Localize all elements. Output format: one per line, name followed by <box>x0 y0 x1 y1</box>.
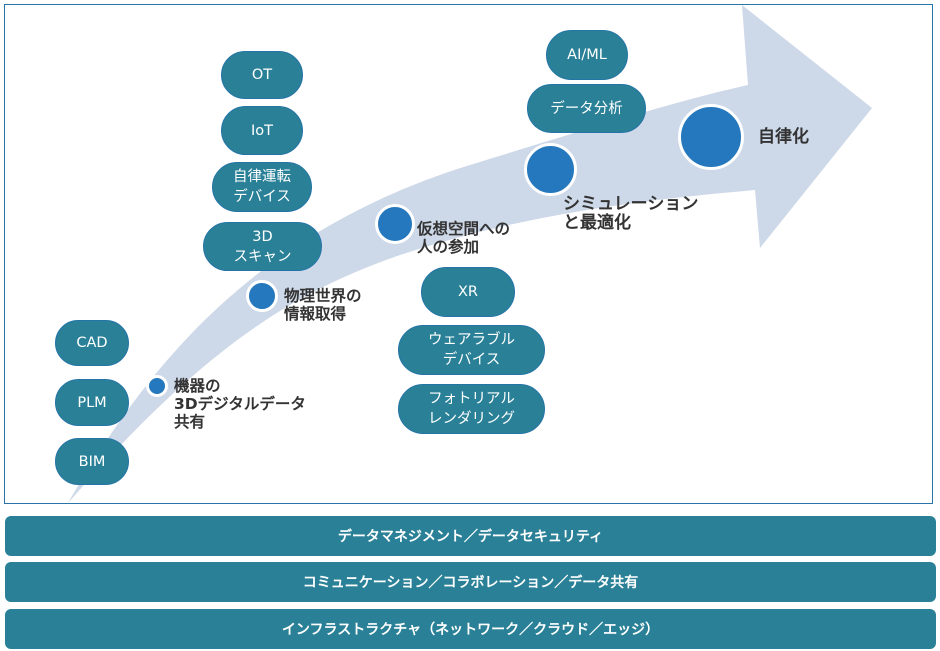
stage-dot-5 <box>678 104 744 170</box>
tech-pill-autonomous-device: 自律運転 デバイス <box>212 162 312 212</box>
stage-label-1: 機器の 3Dデジタルデータ 共有 <box>174 377 306 431</box>
stage-dot-1 <box>146 375 168 397</box>
stage-label-2: 物理世界の 情報取得 <box>284 287 362 323</box>
tech-pill-3d-scan: 3D スキャン <box>203 222 322 271</box>
stage-label-5: 自律化 <box>758 127 809 147</box>
tech-pill-plm: PLM <box>55 379 129 426</box>
tech-pill-ai-ml: AI/ML <box>546 30 628 80</box>
stage-dot-2 <box>246 280 278 312</box>
tech-pill-wearable-device: ウェアラブル デバイス <box>398 325 545 375</box>
tech-pill-data-analysis: データ分析 <box>527 84 646 133</box>
stage-label-4: シミュレーション と最適化 <box>563 194 699 233</box>
stage-dot-3 <box>375 204 415 244</box>
growth-arrow <box>68 5 872 503</box>
stage-label-3: 仮想空間への 人の参加 <box>417 220 511 256</box>
tech-pill-ot: OT <box>221 51 303 99</box>
tech-pill-iot: IoT <box>221 106 303 155</box>
foundation-layer-communication: コミュニケーション／コラボレーション／データ共有 <box>5 562 936 602</box>
growth-arrow-shape <box>68 5 872 503</box>
tech-pill-cad: CAD <box>55 320 129 366</box>
tech-pill-bim: BIM <box>55 438 129 485</box>
foundation-layer-data-management: データマネジメント／データセキュリティ <box>5 516 936 556</box>
tech-pill-xr: XR <box>421 267 515 317</box>
tech-pill-photoreal-rendering: フォトリアル レンダリング <box>398 384 545 434</box>
stage-dot-4 <box>524 143 577 196</box>
foundation-layer-infrastructure: インフラストラクチャ（ネットワーク／クラウド／エッジ） <box>5 609 936 649</box>
